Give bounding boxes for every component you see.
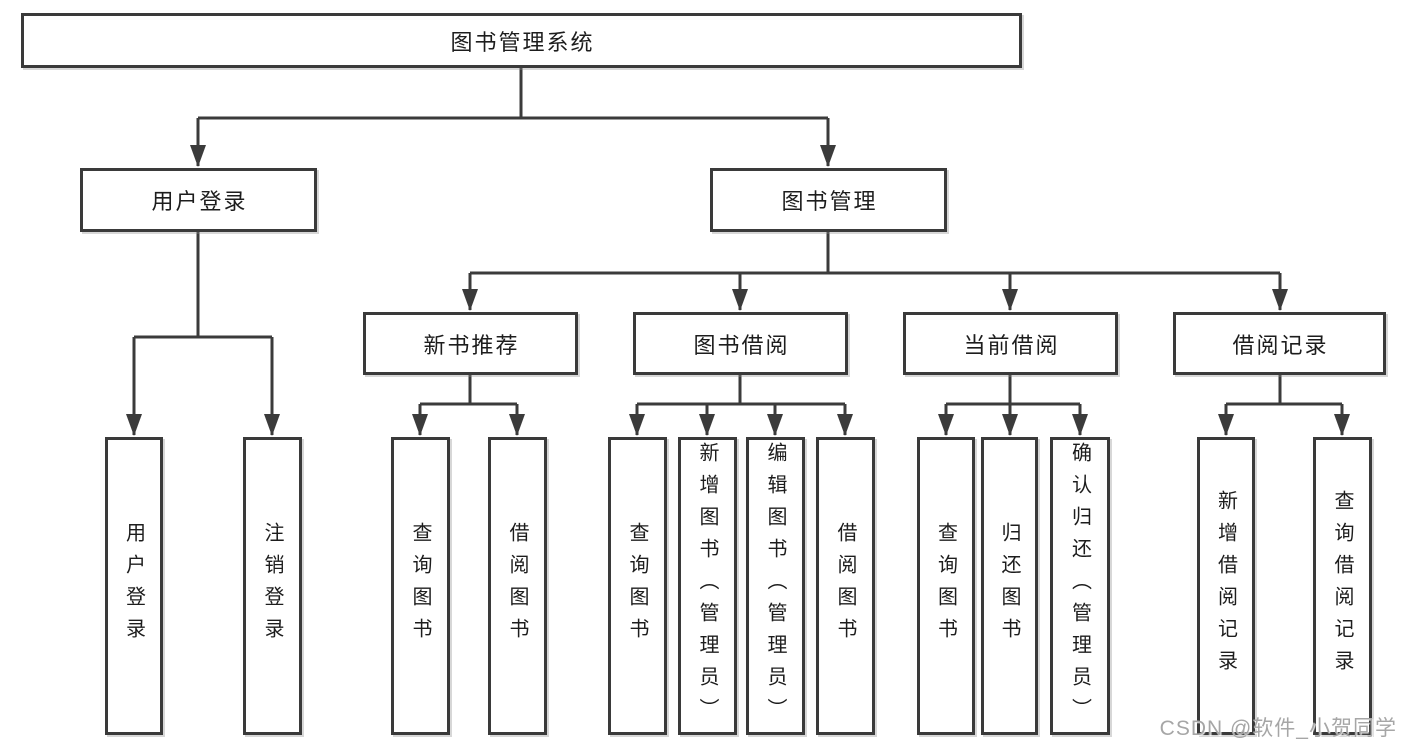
leaf-label: 归还图书 [998, 522, 1020, 650]
leaf-label: 查询图书 [409, 522, 431, 650]
leaf-query-books-2: 查询图书 [608, 437, 667, 735]
leaf-label: 新增借阅记录 [1214, 490, 1237, 682]
leaf-label: 查询图书 [626, 522, 648, 650]
leaf-label: 查询图书 [934, 522, 957, 650]
leaf-query-books-1: 查询图书 [391, 437, 450, 735]
node-book-management-label: 图书管理 [781, 189, 878, 214]
node-user-login-label: 用户登录 [151, 189, 248, 214]
node-book-borrow-label: 图书借阅 [693, 332, 790, 358]
leaf-label: 查询借阅记录 [1331, 490, 1353, 682]
leaf-label: 借阅图书 [834, 522, 856, 650]
leaf-label: 用户登录 [122, 522, 145, 650]
leaf-add-borrow-record: 新增借阅记录 [1197, 437, 1255, 735]
node-new-book-recommend: 新书推荐 [363, 312, 578, 375]
leaf-label: 注销登录 [261, 522, 283, 650]
node-current-borrow-label: 当前借阅 [963, 332, 1060, 358]
leaf-user-login: 用户登录 [105, 437, 163, 735]
leaf-label: 编辑图书（管理员） [764, 442, 786, 730]
node-borrow-records-label: 借阅记录 [1232, 332, 1329, 358]
leaf-label: 借阅图书 [506, 522, 528, 650]
leaf-query-books-3: 查询图书 [917, 437, 975, 735]
leaf-return-books: 归还图书 [981, 437, 1038, 735]
leaf-confirm-return-admin: 确认归还（管理员） [1050, 437, 1110, 735]
leaf-borrow-books-1: 借阅图书 [488, 437, 547, 735]
leaf-borrow-books-2: 借阅图书 [816, 437, 875, 735]
node-borrow-records: 借阅记录 [1173, 312, 1386, 375]
node-user-login: 用户登录 [80, 168, 317, 232]
node-root-label: 图书管理系统 [450, 29, 595, 55]
node-root: 图书管理系统 [21, 13, 1022, 68]
leaf-edit-books-admin: 编辑图书（管理员） [746, 437, 805, 735]
leaf-logout: 注销登录 [243, 437, 302, 735]
connector-group [126, 68, 1350, 436]
node-book-management: 图书管理 [710, 168, 947, 232]
leaf-add-books-admin: 新增图书（管理员） [678, 437, 737, 735]
node-current-borrow: 当前借阅 [903, 312, 1118, 375]
leaf-label: 新增图书（管理员） [696, 442, 718, 730]
leaf-label: 确认归还（管理员） [1068, 442, 1091, 730]
node-book-borrow: 图书借阅 [633, 312, 848, 375]
node-new-book-recommend-label: 新书推荐 [423, 332, 520, 358]
leaf-query-borrow-record: 查询借阅记录 [1313, 437, 1372, 735]
